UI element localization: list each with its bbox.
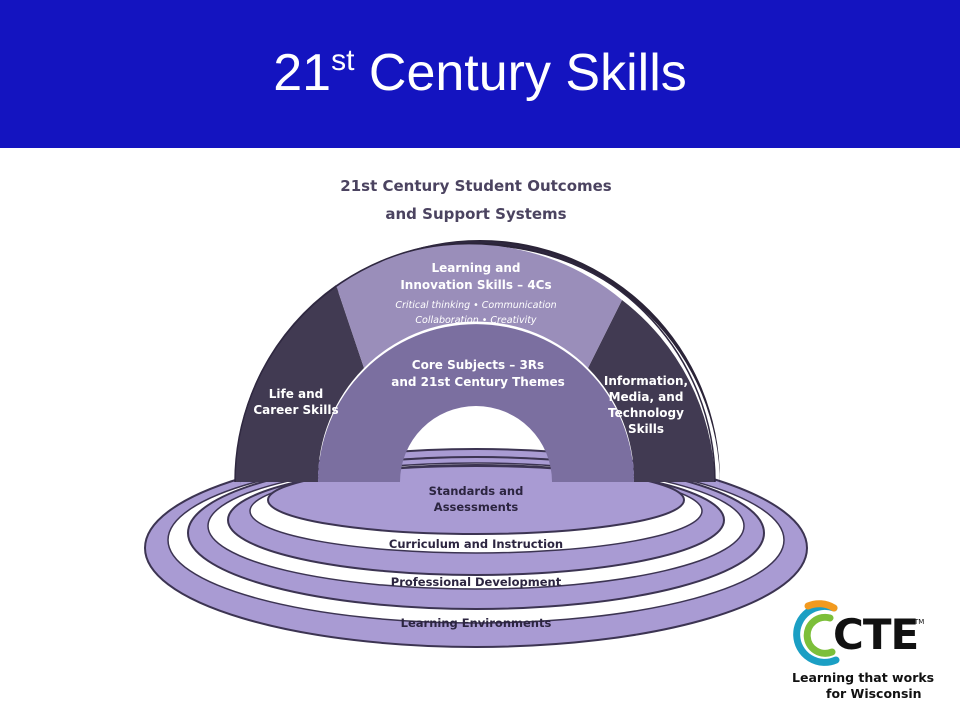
learning-innovation-detail2: Collaboration • Creativity	[415, 315, 537, 326]
diagram-heading-line2: and Support Systems	[385, 205, 566, 223]
ring-standards-assessments	[267, 465, 685, 535]
info-media-tech-line3: Technology	[608, 406, 684, 420]
cte-logo-word: CTE	[833, 610, 919, 659]
ring-label-standards-line1: Standards and	[429, 484, 524, 498]
cte-tagline-line1: Learning that works	[792, 670, 935, 685]
ring-label-curriculum: Curriculum and Instruction	[389, 537, 563, 551]
learning-innovation-line1: Learning and	[432, 261, 521, 275]
segment-info-media-tech	[588, 300, 715, 482]
support-rings	[144, 448, 808, 648]
segment-life-career	[234, 285, 364, 482]
cte-logo-tm: TM	[914, 618, 925, 626]
title-banner: 21st Century Skills	[0, 0, 960, 148]
skills-rainbow-diagram: 21st Century Student Outcomes and Suppor…	[144, 177, 808, 648]
ring-label-professional: Professional Development	[391, 575, 562, 589]
slide-title: 21st Century Skills	[0, 38, 960, 108]
info-media-tech-line4: Skills	[628, 422, 664, 436]
life-career-line1: Life and	[269, 387, 324, 401]
cte-tagline-line2: for Wisconsin	[826, 686, 922, 701]
ring-label-environments: Learning Environments	[401, 616, 552, 630]
segment-learning-innovation	[336, 244, 622, 368]
learning-innovation-line2: Innovation Skills – 4Cs	[400, 278, 551, 292]
info-media-tech-line1: Information,	[604, 374, 688, 388]
title-rest: Century Skills	[354, 44, 687, 102]
arch-outline	[234, 241, 716, 483]
core-subjects-line1: Core Subjects – 3Rs	[412, 358, 544, 372]
title-superscript: st	[331, 44, 355, 77]
ring-label-standards-line2: Assessments	[434, 500, 519, 514]
info-media-tech-line2: Media, and	[609, 390, 684, 404]
rainbow-arch	[234, 240, 720, 486]
cte-swirl-icon	[793, 600, 840, 666]
segment-core-subjects	[318, 324, 634, 482]
diagram-heading-line1: 21st Century Student Outcomes	[340, 177, 612, 195]
title-main: 21	[273, 44, 332, 102]
life-career-line2: Career Skills	[253, 403, 338, 417]
learning-innovation-detail1: Critical thinking • Communication	[395, 300, 556, 311]
cte-logo: CTE TM Learning that works for Wisconsin	[788, 598, 938, 708]
core-subjects-line2: and 21st Century Themes	[391, 375, 565, 389]
